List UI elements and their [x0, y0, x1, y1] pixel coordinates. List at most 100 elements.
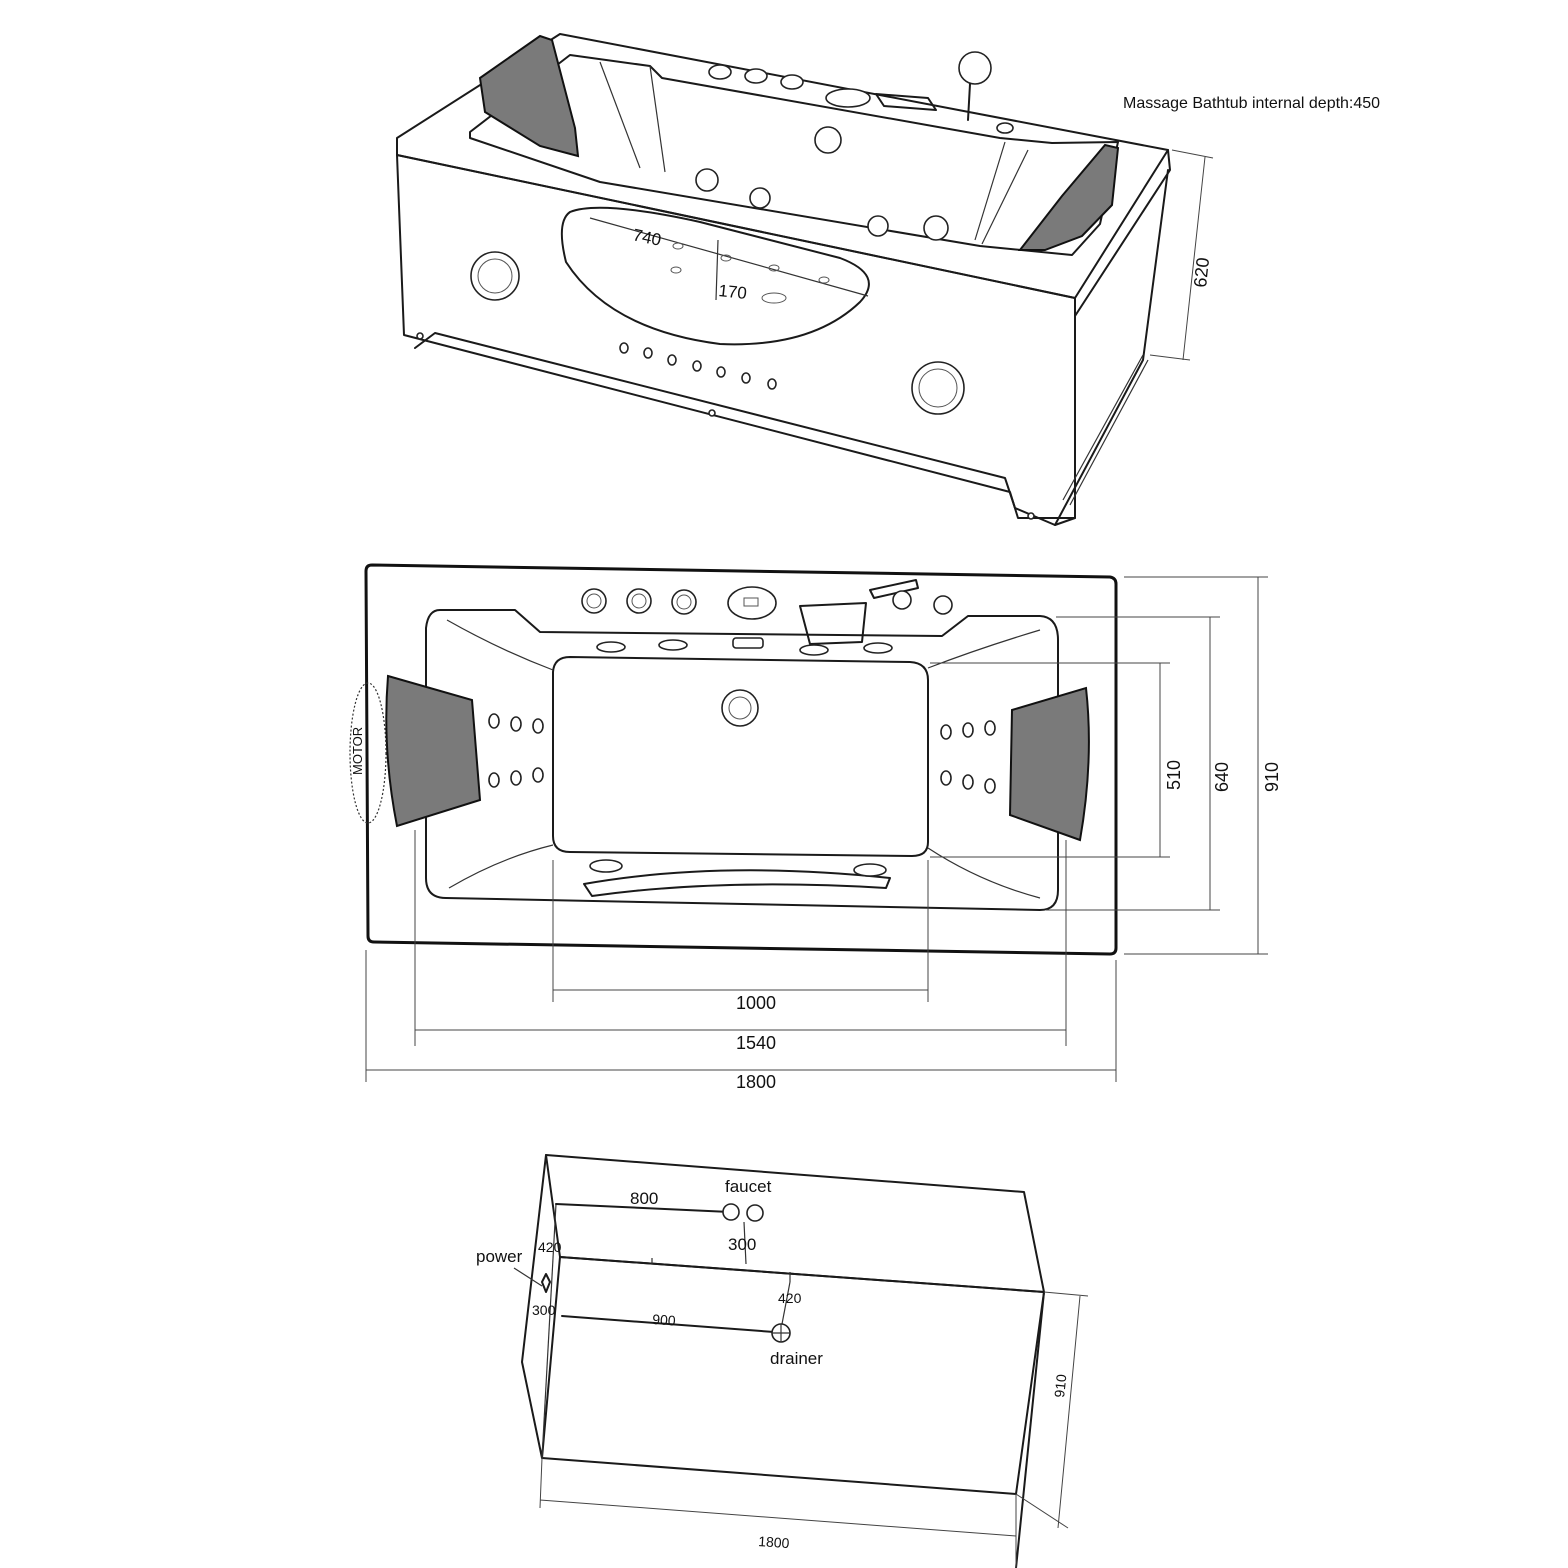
plan-crease [448, 844, 554, 889]
plan-crease [927, 629, 1041, 669]
width-extension-lines [930, 576, 1268, 955]
speaker-left-inner [477, 258, 513, 294]
control-panel-icon [727, 586, 777, 620]
control-display-icon [743, 597, 759, 607]
side-jet-icon [532, 718, 544, 734]
drain-inner-icon [728, 696, 752, 720]
power-socket-icon [541, 1273, 551, 1293]
box-front-face [559, 1256, 1045, 1568]
faucet-base-icon [892, 590, 912, 610]
control-knob-3-icon [780, 74, 804, 90]
window-length-dim-text: 740 [631, 225, 663, 249]
drainer-label: drainer [770, 1349, 823, 1368]
tub-front-apron [396, 154, 1076, 519]
control-knob-icon [671, 589, 697, 615]
power-leader [513, 1267, 543, 1287]
control-knob-icon [581, 588, 607, 614]
control-knob-icon [676, 594, 692, 610]
inner-width-dim-text: 510 [1164, 760, 1184, 790]
height-dim-line [1149, 149, 1214, 361]
basin-crease-left [599, 61, 641, 169]
top-jet-icon [863, 642, 893, 654]
basin-crease-right [981, 149, 1029, 245]
window-jet-icon [768, 264, 780, 272]
mid-length-dim-text: 1540 [736, 1033, 776, 1053]
bottom-jet-icon [589, 859, 623, 873]
led-icon [716, 366, 726, 378]
dim-extension-lines [365, 830, 1117, 1082]
hand-shower-stem [967, 83, 971, 121]
side-jet-icon [532, 767, 544, 783]
hand-shower-icon [958, 51, 992, 85]
window-jet-icon [818, 276, 830, 284]
basin-crease-right-2 [974, 141, 1006, 241]
side-jet-icon [962, 722, 974, 738]
led-icon [692, 360, 702, 372]
side-jet-icon [510, 716, 522, 732]
apron-led-row [416, 332, 1035, 520]
window-divider [715, 239, 719, 301]
power-height-text: 420 [538, 1239, 562, 1255]
side-jet-icon [984, 778, 996, 794]
apron-screw-icon [416, 332, 424, 340]
led-icon [667, 354, 677, 366]
side-jet-icon [940, 724, 952, 740]
top-mid-ticks [651, 1258, 791, 1282]
faucet-offset-line [743, 1221, 747, 1265]
plan-crease [446, 619, 554, 671]
side-jet-icon [940, 770, 952, 786]
pillow-left [385, 674, 482, 828]
led-icon [643, 347, 653, 359]
drain-distance-text: 900 [652, 1311, 677, 1329]
bottom-jet-icon [853, 863, 887, 877]
overflow-knob-icon [996, 122, 1014, 134]
tub-plinth-side [1062, 354, 1144, 501]
apron-screw-icon [708, 409, 716, 417]
control-panel-icon [825, 88, 871, 108]
window-jet-icon [670, 266, 682, 274]
control-knob-1-icon [708, 64, 732, 80]
side-jet-icon [488, 713, 500, 729]
speaker-right-inner [918, 368, 958, 408]
control-knob-2-icon [744, 68, 768, 84]
faucet-handle-icon [869, 579, 919, 599]
drain-offset-line [781, 1281, 791, 1325]
basin-jet-icon [814, 126, 842, 154]
front-window [560, 206, 870, 346]
plan-foot-window [583, 869, 891, 897]
tub-plinth-side-2 [1069, 359, 1149, 506]
faucet-hole-icon [746, 1204, 764, 1222]
headrest-right [1017, 143, 1120, 251]
basin-jet-icon [867, 215, 889, 237]
overflow-icon [933, 595, 953, 615]
window-jet-icon [672, 242, 684, 250]
power-offset-text: 300 [532, 1302, 556, 1318]
faucet-label: faucet [725, 1177, 772, 1196]
faucet-offset-text: 300 [728, 1235, 756, 1254]
led-icon [741, 372, 751, 384]
window-jet-icon [720, 254, 732, 262]
basin-jet-icon [923, 215, 949, 241]
spout-icon [875, 93, 937, 111]
plan-crease [927, 847, 1041, 899]
side-jet-icon [488, 772, 500, 788]
box-top-face [545, 1154, 1045, 1293]
total-width-dim-text: 910 [1262, 762, 1282, 792]
control-knob-icon [631, 593, 647, 609]
top-jet-icon [596, 641, 626, 653]
drain-dim-line [561, 1315, 775, 1333]
motor-outline [349, 682, 387, 824]
plan-inner-basin [425, 609, 1059, 911]
basin-jets [695, 126, 949, 241]
box-bottom-edge [541, 1291, 1045, 1495]
waterfall-spout-icon [799, 602, 867, 645]
box-inner-line [541, 1203, 557, 1459]
window-height-dim-text: 170 [718, 281, 748, 303]
control-knobs [708, 51, 1014, 134]
side-jets-left [488, 713, 544, 788]
top-jet-icon [799, 644, 829, 656]
length-dim-line [539, 1457, 1017, 1568]
basin-jet-icon [695, 168, 719, 192]
length-dim-text: 1800 [758, 1533, 790, 1551]
